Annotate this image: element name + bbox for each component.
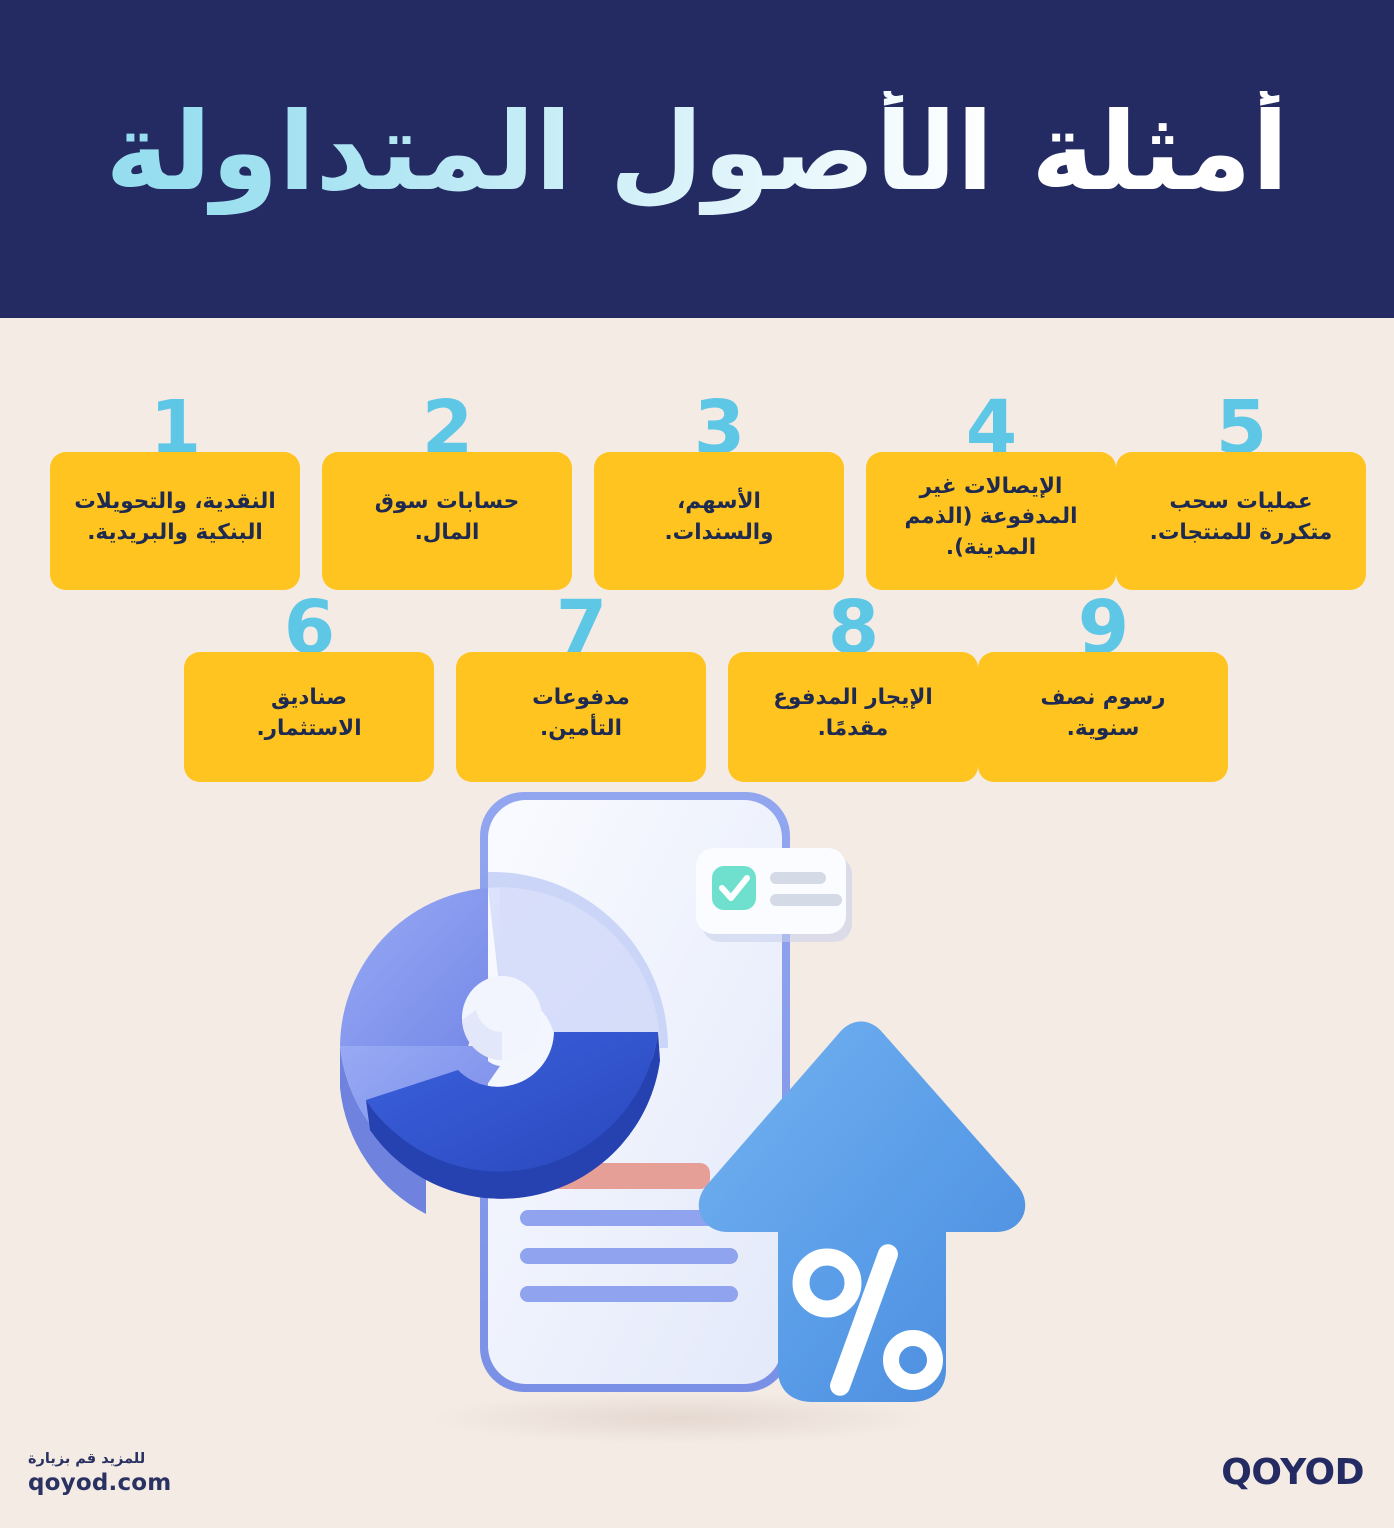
percent-up-arrow bbox=[698, 1021, 1026, 1402]
check-notification-card bbox=[696, 848, 852, 942]
card-number-9: 9 bbox=[1077, 585, 1129, 671]
card-body-8[interactable]: الإيجار المدفوع مقدمًا. bbox=[728, 651, 978, 782]
card-item-6[interactable]: 6 صناديق الاستثمار. bbox=[184, 585, 434, 782]
card-number-7: 7 bbox=[555, 585, 607, 671]
percent-symbol bbox=[792, 1244, 943, 1396]
card-label-5: عمليات سحب متكررة للمنتجات. bbox=[1149, 489, 1333, 545]
donut-segment-1 bbox=[340, 888, 488, 1048]
card-number-3: 3 bbox=[693, 385, 745, 471]
card-item-3[interactable]: 3 الأسهم، والسندات. bbox=[594, 385, 844, 590]
document-line bbox=[520, 1286, 738, 1302]
card-item-5[interactable]: 5 عمليات سحب متكررة للمنتجات. bbox=[1116, 385, 1366, 590]
card-number-1: 1 bbox=[149, 385, 201, 471]
card-label-9: رسوم نصف سنوية. bbox=[1040, 685, 1166, 741]
card-label-1: النقدية، والتحويلات البنكية والبريدية. bbox=[74, 489, 276, 545]
footer-visit-note: للمزيد قم بزيارة qoyod.com bbox=[28, 1450, 368, 1497]
cards-row-1: 1 النقدية، والتحويلات البنكية والبريدية.… bbox=[28, 385, 1366, 590]
card-number-6: 6 bbox=[283, 585, 335, 671]
card-item-7[interactable]: 7 مدفوعات التأمين. bbox=[456, 585, 706, 782]
card-number-2: 2 bbox=[421, 385, 473, 471]
card-number-4: 4 bbox=[965, 385, 1017, 471]
card-item-1[interactable]: 1 النقدية، والتحويلات البنكية والبريدية. bbox=[50, 385, 300, 590]
card-body-6[interactable]: صناديق الاستثمار. bbox=[184, 651, 434, 782]
card-label-4: الإيصالات غير المدفوعة (الذمم المدينة). bbox=[904, 473, 1078, 560]
notification-line bbox=[770, 894, 842, 906]
card-label-2: حسابات سوق المال. bbox=[374, 489, 520, 545]
footer-note-label: للمزيد قم بزيارة bbox=[28, 1451, 146, 1467]
donut-segment-3-edge bbox=[366, 1032, 660, 1199]
header-banner: أمثلة الأصول المتداولة bbox=[0, 0, 1394, 318]
arrow-up-icon bbox=[698, 1021, 1026, 1402]
card-body-2[interactable]: حسابات سوق المال. bbox=[322, 451, 572, 590]
card-item-4[interactable]: 4 الإيصالات غير المدفوعة (الذمم المدينة)… bbox=[866, 385, 1116, 590]
donut-segment-3 bbox=[366, 1032, 658, 1172]
footer-website-link[interactable]: qoyod.com bbox=[28, 1469, 172, 1496]
donut-segment-2-rim bbox=[488, 871, 668, 1048]
card-item-8[interactable]: 8 الإيجار المدفوع مقدمًا. bbox=[728, 585, 978, 782]
card-label-7: مدفوعات التأمين. bbox=[532, 685, 630, 741]
cards-row-2: 6 صناديق الاستثمار. 7 مدفوعات التأمين. 8… bbox=[162, 585, 1228, 782]
card-body-3[interactable]: الأسهم، والسندات. bbox=[594, 451, 844, 590]
card-body-1[interactable]: النقدية، والتحويلات البنكية والبريدية. bbox=[50, 451, 300, 590]
card-body-9[interactable]: رسوم نصف سنوية. bbox=[978, 651, 1228, 782]
illustration-shadow bbox=[430, 1392, 930, 1444]
page-title: أمثلة الأصول المتداولة bbox=[77, 90, 1316, 215]
donut-chart-illustration bbox=[330, 770, 1050, 1460]
document-line bbox=[520, 1210, 738, 1226]
card-label-6: صناديق الاستثمار. bbox=[256, 685, 362, 741]
notification-line bbox=[770, 872, 826, 884]
card-item-9[interactable]: 9 رسوم نصف سنوية. bbox=[978, 585, 1228, 782]
qoyod-logo: QOYOD bbox=[1221, 1452, 1364, 1493]
card-number-5: 5 bbox=[1215, 385, 1267, 471]
card-label-8: الإيجار المدفوع مقدمًا. bbox=[773, 685, 933, 741]
donut-segment-side-1 bbox=[340, 1046, 426, 1214]
document-line bbox=[520, 1248, 738, 1264]
card-number-8: 8 bbox=[827, 585, 879, 671]
cards-section: 1 النقدية، والتحويلات البنكية والبريدية.… bbox=[0, 318, 1394, 782]
card-label-3: الأسهم، والسندات. bbox=[664, 489, 774, 545]
donut-chart bbox=[340, 871, 668, 1214]
card-item-2[interactable]: 2 حسابات سوق المال. bbox=[322, 385, 572, 590]
check-badge bbox=[712, 866, 756, 910]
card-body-5[interactable]: عمليات سحب متكررة للمنتجات. bbox=[1116, 451, 1366, 590]
check-icon bbox=[719, 875, 750, 901]
card-body-7[interactable]: مدفوعات التأمين. bbox=[456, 651, 706, 782]
card-body-4[interactable]: الإيصالات غير المدفوعة (الذمم المدينة). bbox=[866, 451, 1116, 590]
